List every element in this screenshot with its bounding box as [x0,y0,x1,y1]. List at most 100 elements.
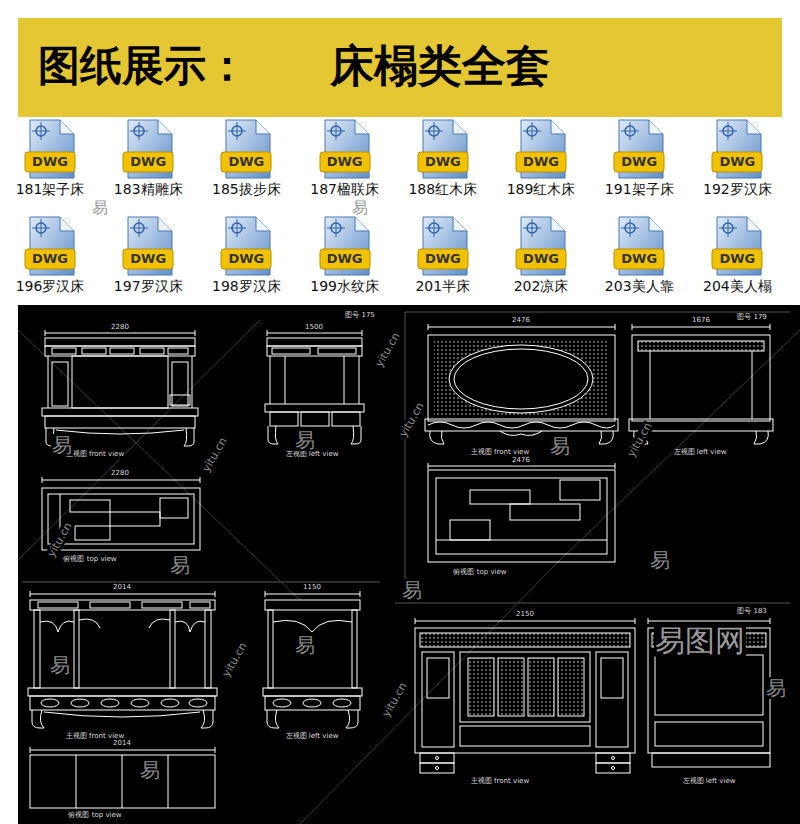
file-icon-node: DWG 204美人榻 [688,215,786,307]
file-icon [711,215,763,277]
drawing-annotation: 主视图 front view [470,778,530,786]
file-name: 188红木床 [408,182,477,197]
file-icon-node: DWG 185拔步床 [197,118,295,210]
watermark: 易 [401,579,423,601]
watermark: 易 [294,429,316,451]
file-icon-node: DWG189红木床 [492,118,590,210]
drawing-annotation: 图号 183 [736,608,768,616]
file-type-tag: DWG [296,251,394,267]
subtitle-text: 床榻类全套 [330,42,550,90]
file-icon [122,215,174,277]
drawing-annotation: 俯视图 top view [452,569,507,577]
drawing-annotation: 2476 [511,457,531,465]
file-icon [220,215,272,277]
file-icon-node: DWG 196罗汉床 [1,215,99,307]
file-type-tag: DWG [296,154,394,170]
file-type-tag: DWG [590,154,688,170]
file-type-tag: DWG [590,251,688,267]
drawing-annotation: 左视图 left view [285,451,340,459]
file-icon [417,215,469,277]
file-name: 181架子床 [16,182,85,197]
drawing-annotation: 2014 [112,584,132,592]
watermark: 易 [294,634,316,656]
file-name: 189红木床 [507,182,576,197]
file-icon [24,118,76,180]
file-type-tag: DWG [197,251,295,267]
file-type-tag: DWG [197,154,295,170]
watermark: 易 [91,199,109,217]
file-icon-node: DWG 192罗汉床 [688,118,786,210]
file-name: 192罗汉床 [703,182,772,197]
file-name: 185拔步床 [212,182,281,197]
drawing-annotation: 2280 [110,470,130,478]
watermark: 易 [139,759,161,781]
file-name: 202凉床 [514,279,569,294]
bed-179-views [425,324,773,562]
file-icon [220,118,272,180]
drawing-annotation: 2280 [110,324,130,332]
watermark: 易图网 [654,624,746,657]
file-icon [613,215,665,277]
file-icon-node: DWG197罗汉床 [99,215,197,307]
drawing-annotation: 左视图 left view [285,733,340,741]
file-icon [319,118,371,180]
file-name: 204美人榻 [703,279,772,294]
file-icon [319,215,371,277]
watermark-lines [18,320,800,824]
file-icon [711,118,763,180]
file-icon-node: DWG 203美人靠 [590,215,688,307]
file-name: 196罗汉床 [16,279,85,294]
file-icon-node: DWG 191架子床 [590,118,688,210]
file-icon-node: DWG 199水纹床 [296,215,394,307]
file-name: 198罗汉床 [212,279,281,294]
file-name: 199水纹床 [310,279,379,294]
file-name: 197罗汉床 [114,279,183,294]
file-icon-node: DWG 183精雕床 [99,118,197,210]
file-type-tag: DWG [394,154,492,170]
drawing-annotation: 左视图 left view [673,449,728,457]
bed-175-views [42,330,364,550]
file-icon-node: DWG 198罗汉床 [197,215,295,307]
file-icon [515,118,567,180]
file-type-tag: DWG [394,251,492,267]
file-type-tag: DWG [688,251,786,267]
watermark: 易 [549,435,571,457]
drawing-annotation: 2150 [515,611,535,619]
bed-183-views [415,618,770,773]
file-icon [613,118,665,180]
file-icon-node: DWG 187楹联床 [296,118,394,210]
title-text: 图纸展示： [38,43,248,89]
drawing-annotation: 主视图 front view [65,451,125,459]
file-name: 191架子床 [605,182,674,197]
panel-separators [22,312,790,603]
file-type-tag: DWG [492,251,590,267]
drawing-annotation: 1676 [691,317,711,325]
watermark: 易 [169,554,191,576]
file-type-tag: DWG [99,154,197,170]
file-icon [24,215,76,277]
file-type-tag: DWG [1,154,99,170]
drawing-annotation: 左视图 left view [682,778,737,786]
file-icon-node: DWG 188红木床 [394,118,492,210]
file-icon [417,118,469,180]
drawing-annotation: 1500 [304,324,324,332]
bed-canopy-views [28,591,362,808]
drawing-annotation: 俯视图 top view [67,812,122,820]
drawing-annotation: 主视图 front view [470,449,530,457]
file-type-tag: DWG [1,251,99,267]
file-icon [122,118,174,180]
drawing-annotation: 1150 [302,584,322,592]
file-name: 183精雕床 [114,182,183,197]
file-name: 201半床 [415,279,470,294]
drawing-annotation: 图号 179 [736,314,768,322]
watermark: 易 [51,434,73,456]
file-type-tag: DWG [688,154,786,170]
watermark: 易 [351,199,369,217]
watermark: 易 [649,549,671,571]
file-icon [515,215,567,277]
drawing-annotation: 俯视图 top view [62,556,117,564]
file-name: 187楹联床 [310,182,379,197]
file-icon-node: DWG 201半床 [394,215,492,307]
file-name: 203美人靠 [605,279,674,294]
watermark: 易 [765,677,787,699]
